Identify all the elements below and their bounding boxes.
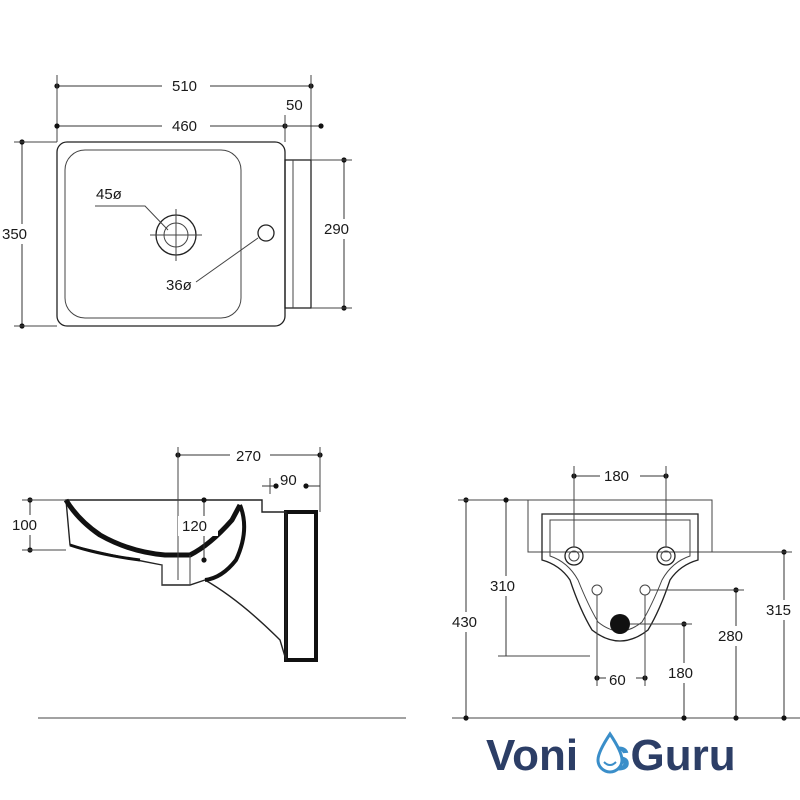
supply-hole-left <box>591 584 603 596</box>
width-total-label: 510 <box>172 78 197 95</box>
waste-hole <box>610 614 630 634</box>
top-view: 45ø 36ø 510 460 50 350 290 <box>0 75 362 329</box>
side-view: 270 90 100 120 <box>8 446 406 719</box>
supply-height-label: 180 <box>668 665 693 682</box>
rim-height-back-label: 315 <box>766 602 791 619</box>
side-basin-profile <box>65 499 287 661</box>
brand-logo: VonisGuru <box>486 731 736 780</box>
width-basin-label: 460 <box>172 118 197 135</box>
bolt-height-label: 310 <box>490 578 515 595</box>
supply-hole-right <box>639 584 651 596</box>
back-basin-outline <box>541 513 699 642</box>
waste-height-label: 280 <box>718 628 743 645</box>
rim-height-label: 100 <box>12 517 37 534</box>
height-back-label: 290 <box>324 221 349 238</box>
back-view: 180 430 310 315 280 180 60 <box>450 466 800 721</box>
bowl-outline <box>64 149 242 319</box>
basin-outline <box>56 141 286 327</box>
height-total-label: 350 <box>2 226 27 243</box>
bolt-hole-right <box>656 546 676 566</box>
depth-label: 270 <box>236 448 261 465</box>
logo-text-part3: Guru <box>631 731 736 780</box>
back-top-rect <box>527 499 713 553</box>
supply-spacing-label: 60 <box>609 672 626 689</box>
tap-hole-label: 45ø <box>96 186 122 203</box>
back-mount <box>284 159 312 309</box>
tap-hole <box>150 209 202 261</box>
drain-height-label: 120 <box>182 518 207 535</box>
overflow-hole <box>257 224 275 242</box>
bolt-hole-left <box>564 546 584 566</box>
overflow-hole-label: 36ø <box>166 277 192 294</box>
svg-text:VonisGuru: VonisGuru <box>486 731 736 780</box>
bolt-spacing-label: 180 <box>604 468 629 485</box>
logo-text-part1: Voni <box>486 731 578 780</box>
width-back-label: 50 <box>286 97 303 114</box>
wall-offset-label: 90 <box>280 472 297 489</box>
total-height-label: 430 <box>452 614 477 631</box>
